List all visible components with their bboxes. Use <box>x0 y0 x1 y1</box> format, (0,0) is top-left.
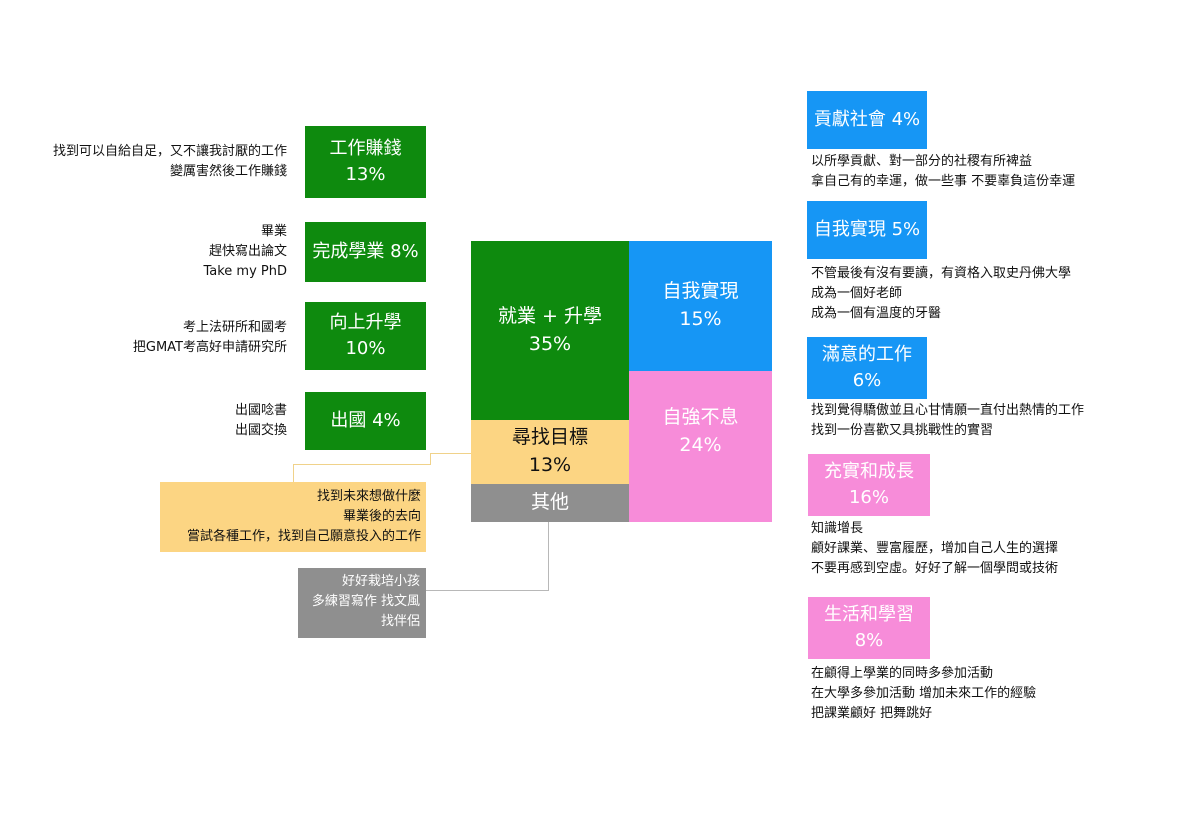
further-study-label: 向上升學 <box>329 311 402 333</box>
self-realization-block: 自我實現 15% <box>629 241 772 371</box>
employment-study-block: 就業 + 升學 35% <box>471 241 629 420</box>
self-realization-desc: 不管最後有沒有要讀，有資格入取史丹佛大學 成為一個好老師 成為一個有溫度的牙醫 <box>811 264 1171 324</box>
contribute-society-label: 貢獻社會 4% <box>813 108 921 130</box>
satisfying-job-box: 滿意的工作 6% <box>807 337 927 399</box>
find-goal-connector-v <box>430 453 431 464</box>
life-learning-label: 生活和學習 <box>824 603 914 625</box>
life-learning-value: 8% <box>854 630 884 651</box>
find-goal-detail-box: 找到未來想做什麼 畢業後的去向 嘗試各種工作，找到自己願意投入的工作 <box>160 482 426 552</box>
further-study-desc: 考上法研所和國考 把GMAT考高好申請研究所 <box>20 318 287 358</box>
desc-line: 找到未來想做什麼 <box>316 489 421 504</box>
desc-line: 不管最後有沒有要讀，有資格入取史丹佛大學 <box>811 266 1072 281</box>
desc-line: 變厲害然後工作賺錢 <box>169 164 287 179</box>
further-study-box: 向上升學 10% <box>305 302 426 370</box>
desc-line: 在大學多參加活動 增加未來工作的經驗 <box>811 686 1037 701</box>
self-realization-value: 15% <box>679 308 722 330</box>
life-learning-desc: 在顧得上學業的同時多參加活動 在大學多參加活動 增加未來工作的經驗 把課業顧好 … <box>811 664 1171 724</box>
self-strengthen-label: 自強不息 <box>662 405 739 428</box>
employment-study-label: 就業 + 升學 <box>498 304 602 327</box>
employment-study-value: 35% <box>528 332 572 355</box>
find-goal-value: 13% <box>528 454 572 476</box>
growth-label: 充實和成長 <box>824 460 914 482</box>
satisfying-job-label: 滿意的工作 <box>822 343 912 365</box>
other-block: 其他 <box>471 484 629 522</box>
desc-line: 顧好課業、豐富履歷，增加自己人生的選擇 <box>811 541 1059 556</box>
desc-line: 畢業 <box>260 224 287 239</box>
work-earn-label: 工作賺錢 <box>329 137 402 159</box>
desc-line: 畢業後的去向 <box>342 509 421 524</box>
growth-desc: 知識增長 顧好課業、豐富履歷，增加自己人生的選擇 不要再感到空虛。好好了解一個學… <box>811 519 1171 579</box>
satisfying-job-value: 6% <box>852 370 882 391</box>
desc-line: 以所學貢獻、對一部分的社稷有所裨益 <box>811 154 1033 169</box>
desc-line: 嘗試各種工作，找到自己願意投入的工作 <box>186 529 421 544</box>
finish-study-box: 完成學業 8% <box>305 222 426 282</box>
go-abroad-label: 出國 4% <box>330 409 401 431</box>
other-connector-v <box>548 522 549 590</box>
go-abroad-desc: 出國唸書 出國交換 <box>20 401 287 441</box>
find-goal-connector-h1 <box>430 453 471 454</box>
desc-line: 成為一個有溫度的牙醫 <box>811 306 942 321</box>
growth-box: 充實和成長 16% <box>808 454 930 516</box>
desc-line: Take my PhD <box>203 264 287 279</box>
self-realization-label: 自我實現 <box>662 280 739 303</box>
desc-line: 找到一份喜歡又具挑戰性的實習 <box>811 423 994 438</box>
find-goal-connector-h2 <box>293 464 431 465</box>
find-goal-label: 尋找目標 <box>511 426 588 449</box>
other-detail-box: 好好栽培小孩 多練習寫作 找文風 找伴侶 <box>298 568 426 638</box>
desc-line: 出國唸書 <box>234 403 287 418</box>
desc-line: 拿自己有的幸運，做一些事 不要辜負這份幸運 <box>811 174 1076 189</box>
desc-line: 在顧得上學業的同時多參加活動 <box>811 666 994 681</box>
desc-line: 趕快寫出論文 <box>208 244 287 259</box>
other-connector-h <box>426 590 549 591</box>
desc-line: 多練習寫作 找文風 <box>311 594 420 609</box>
desc-line: 把GMAT考高好申請研究所 <box>132 340 287 355</box>
find-goal-block: 尋找目標 13% <box>471 420 629 484</box>
further-study-value: 10% <box>345 338 386 359</box>
find-goal-connector-v2 <box>293 464 294 482</box>
desc-line: 不要再感到空虛。好好了解一個學問或技術 <box>811 561 1059 576</box>
desc-line: 成為一個好老師 <box>811 286 903 301</box>
self-strengthen-value: 24% <box>679 433 722 456</box>
desc-line: 找到可以自給自足，又不讓我討厭的工作 <box>52 144 287 159</box>
go-abroad-box: 出國 4% <box>305 392 426 450</box>
desc-line: 找伴侶 <box>380 614 420 629</box>
work-earn-box: 工作賺錢 13% <box>305 126 426 198</box>
contribute-society-box: 貢獻社會 4% <box>807 91 927 149</box>
self-strengthen-block: 自強不息 24% <box>629 371 772 522</box>
desc-line: 知識增長 <box>811 521 864 536</box>
life-learning-box: 生活和學習 8% <box>808 597 930 659</box>
work-earn-desc: 找到可以自給自足，又不讓我討厭的工作 變厲害然後工作賺錢 <box>20 142 287 182</box>
desc-line: 找到覺得驕傲並且心甘情願一直付出熱情的工作 <box>811 403 1085 418</box>
other-label: 其他 <box>530 491 569 514</box>
contribute-society-desc: 以所學貢獻、對一部分的社稷有所裨益 拿自己有的幸運，做一些事 不要辜負這份幸運 <box>811 152 1171 192</box>
growth-value: 16% <box>848 487 889 508</box>
satisfying-job-desc: 找到覺得驕傲並且心甘情願一直付出熱情的工作 找到一份喜歡又具挑戰性的實習 <box>811 401 1171 441</box>
desc-line: 出國交換 <box>234 423 287 438</box>
finish-study-desc: 畢業 趕快寫出論文 Take my PhD <box>20 222 287 282</box>
desc-line: 考上法研所和國考 <box>182 320 287 335</box>
finish-study-label: 完成學業 8% <box>312 240 419 262</box>
desc-line: 把課業顧好 把舞跳好 <box>811 706 933 721</box>
work-earn-value: 13% <box>345 164 386 185</box>
desc-line: 好好栽培小孩 <box>341 574 420 589</box>
self-realization-box: 自我實現 5% <box>807 201 927 259</box>
self-realization-box-label: 自我實現 5% <box>813 218 921 240</box>
